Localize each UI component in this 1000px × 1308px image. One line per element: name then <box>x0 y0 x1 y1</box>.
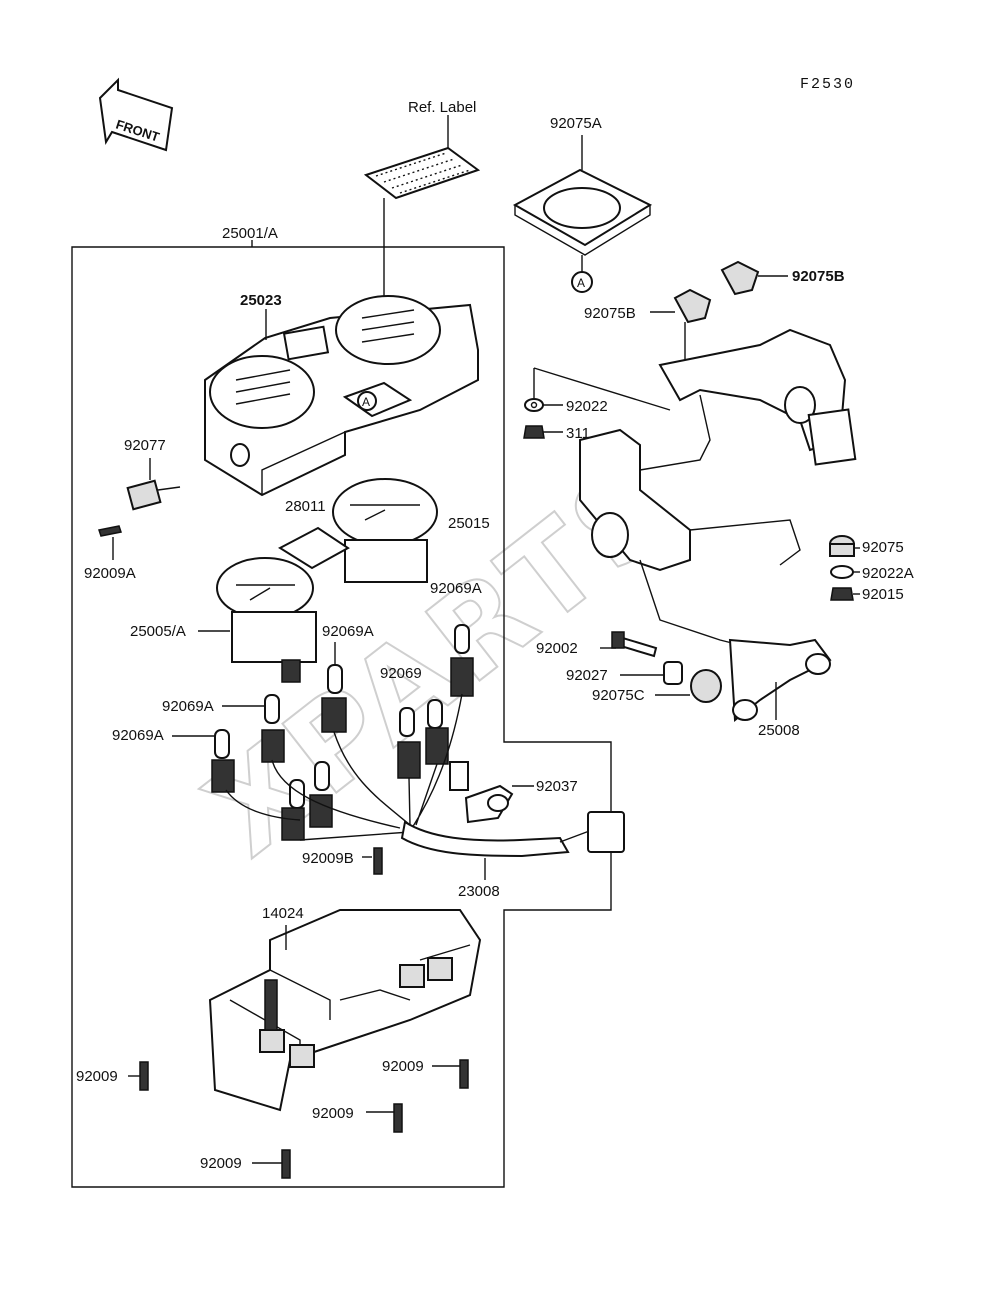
label-92009a: 92009A <box>84 565 136 582</box>
washer-nut <box>523 367 671 439</box>
label-92022: 92022 <box>566 398 608 415</box>
label-92002: 92002 <box>536 640 578 657</box>
label-92009b: 92009B <box>302 850 354 867</box>
label-28011: 28011 <box>285 498 326 515</box>
lower-cover <box>208 909 482 1112</box>
gauge-25015 <box>332 478 438 583</box>
label-92037: 92037 <box>536 778 578 795</box>
marker-a-case: A <box>362 395 370 409</box>
screws-92009 <box>128 1059 469 1179</box>
front-arrow: FRONT <box>98 77 174 152</box>
assembly-bracket-25001 <box>71 246 612 1188</box>
label-23008: 23008 <box>458 883 500 900</box>
knob-92077 <box>126 458 181 511</box>
label-92075b-left: 92075B <box>584 305 636 322</box>
gauge-25005 <box>216 557 317 683</box>
label-92015: 92015 <box>862 586 904 603</box>
label-92069a-left2: 92069A <box>112 727 164 744</box>
label-92009-left: 92009 <box>76 1068 118 1085</box>
bulbs <box>211 624 474 841</box>
front-arrow-icon <box>98 77 174 152</box>
screw-92009b <box>362 847 383 875</box>
label-92077: 92077 <box>124 437 166 454</box>
marker-a-grommet: A <box>577 276 585 290</box>
label-92009-bottom: 92009 <box>200 1155 242 1172</box>
label-92009-mid: 92009 <box>312 1105 354 1122</box>
label-92027: 92027 <box>566 667 608 684</box>
label-92075c: 92075C <box>592 687 645 704</box>
gauge-28011 <box>277 526 350 570</box>
label-25008: 25008 <box>758 722 800 739</box>
label-25001-a: 25001/A <box>222 225 278 242</box>
label-92069a-mid: 92069A <box>322 623 374 640</box>
label-311: 311 <box>566 425 590 442</box>
label-92069a-top: 92069A <box>430 580 482 597</box>
label-ref-label: Ref. Label <box>408 99 476 116</box>
screw-92009a <box>98 525 122 560</box>
label-92069a-left1: 92069A <box>162 698 214 715</box>
label-92022a: 92022A <box>862 565 914 582</box>
clamp-92037 <box>464 784 534 824</box>
label-92069: 92069 <box>380 665 422 682</box>
label-92075a: 92075A <box>550 115 602 132</box>
label-25005-a: 25005/A <box>130 623 186 640</box>
bolt-collar-grommet <box>600 631 722 703</box>
bracket-25008 <box>579 328 857 722</box>
label-25015: 25015 <box>448 515 490 532</box>
label-92075b-right: 92075B <box>792 268 845 285</box>
label-14024: 14024 <box>262 905 304 922</box>
label-92075: 92075 <box>862 539 904 556</box>
grommet-92075a: A <box>512 135 653 293</box>
label-92009-right: 92009 <box>382 1058 424 1075</box>
figure-code: F2530 <box>800 76 855 93</box>
meter-case: A <box>204 295 479 497</box>
wire-harness <box>225 693 625 880</box>
right-mount-parts <box>829 535 860 601</box>
label-25023: 25023 <box>240 292 282 309</box>
